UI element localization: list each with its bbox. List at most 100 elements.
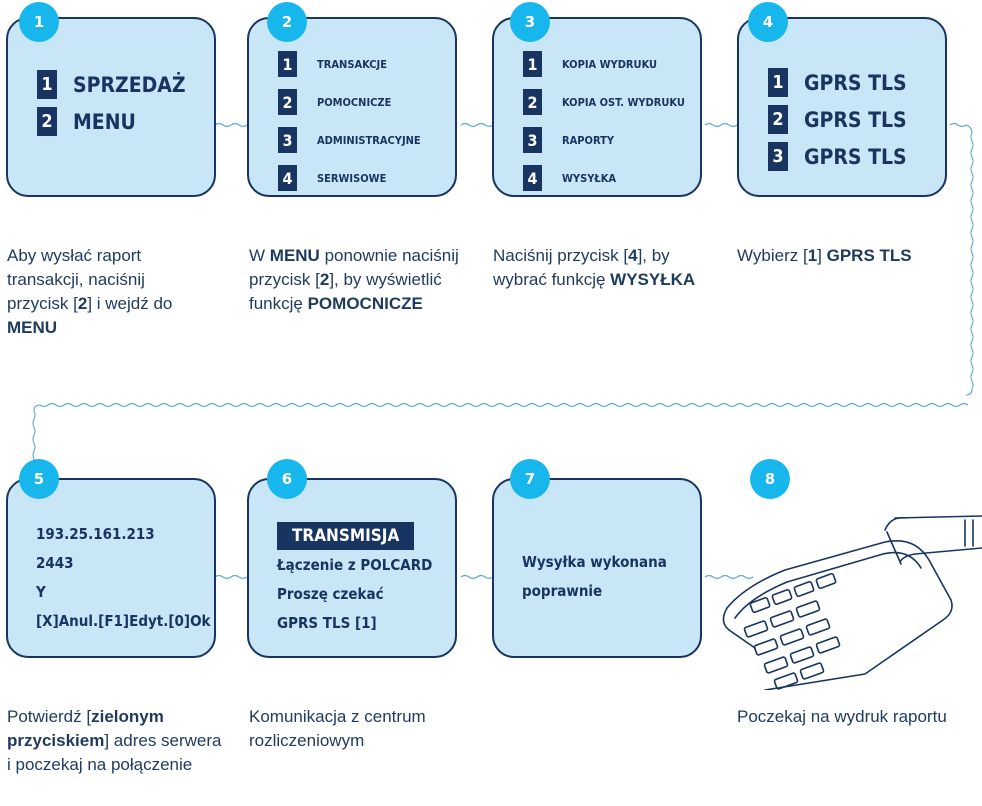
- caption-text: zielonym przyciskiem: [7, 707, 164, 750]
- menu-item: 2 MENU: [37, 105, 186, 138]
- step-5-screen: 193.25.161.213 2443 Y [X]Anul.[F1]Edyt.[…: [36, 520, 211, 636]
- menu-item-label: SERWISOWE: [317, 171, 387, 185]
- caption-text: MENU: [269, 246, 320, 265]
- step-1-menu: 1 SPRZEDAŻ 2 MENU: [37, 68, 186, 142]
- caption-text: Komunikacja z centrum rozliczeniowym: [249, 707, 426, 750]
- caption-text: MENU: [7, 318, 58, 337]
- menu-item-number: 2: [278, 89, 297, 115]
- menu-item: 3 GPRS TLS: [768, 140, 907, 173]
- menu-item-label: GPRS TLS: [804, 70, 907, 95]
- menu-item-number: 2: [768, 105, 788, 134]
- menu-item: 3 ADMINISTRACYJNE: [278, 125, 421, 155]
- menu-item-label: MENU: [73, 109, 136, 134]
- menu-item-number: 2: [37, 107, 57, 136]
- step-3-card: 1 KOPIA WYDRUKU 2 KOPIA OST. WYDRUKU 3 RAPO…: [492, 17, 702, 197]
- menu-item-label: SPRZEDAŻ: [73, 72, 186, 97]
- step-4-badge: 4: [748, 2, 788, 42]
- step-7-screen: Wysyłka wykonana poprawnie: [522, 548, 667, 606]
- menu-item: 1 GPRS TLS: [768, 66, 907, 99]
- caption-text: ]: [817, 246, 827, 265]
- screen-line: GPRS TLS [1]: [277, 614, 377, 632]
- caption-text: ] adres serwera i poczekaj na połączenie: [7, 731, 222, 774]
- menu-item: 4 SERWISOWE: [278, 163, 421, 193]
- caption-text: 2: [319, 270, 330, 289]
- screen-line: poprawnie: [522, 582, 603, 600]
- menu-item: 3 RAPORTY: [523, 125, 685, 155]
- menu-item: 2 KOPIA OST. WYDRUKU: [523, 87, 685, 117]
- step-2-caption: W MENU ponownie naciśnij przycisk [2], b…: [249, 244, 464, 316]
- caption-text: 2: [77, 294, 88, 313]
- step-3-menu: 1 KOPIA WYDRUKU 2 KOPIA OST. WYDRUKU 3 RAPO…: [523, 49, 685, 201]
- step-5-card: 193.25.161.213 2443 Y [X]Anul.[F1]Edyt.[…: [6, 478, 216, 658]
- step-7-card: Wysyłka wykonana poprawnie: [492, 478, 702, 658]
- screen-line: Proszę czekać: [277, 585, 384, 603]
- step-1-card: 1 SPRZEDAŻ 2 MENU: [6, 17, 216, 197]
- menu-item: 1 KOPIA WYDRUKU: [523, 49, 685, 79]
- screen-line: 193.25.161.213: [36, 525, 155, 543]
- menu-item-label: KOPIA WYDRUKU: [562, 57, 658, 71]
- caption-text: Naciśnij przycisk [: [493, 246, 629, 265]
- step-1-badge: 1: [19, 2, 59, 42]
- step-2-badge: 2: [267, 2, 307, 42]
- step-3-badge: 3: [510, 2, 550, 42]
- caption-text: ponownie naciśnij przycisk [: [249, 246, 459, 289]
- menu-item: 1 SPRZEDAŻ: [37, 68, 186, 101]
- step-6-card: TRANSMISJA Łączenie z POLCARD Proszę cze…: [247, 478, 457, 658]
- menu-item-label: POMOCNICZE: [317, 95, 392, 109]
- step-7-badge: 7: [510, 459, 550, 499]
- caption-text: ] i wejdź do: [87, 294, 173, 313]
- caption-text: ], by wyświetlić funkcję: [249, 270, 442, 313]
- step-4-caption: Wybierz [1] GPRS TLS: [737, 244, 937, 268]
- caption-text: GPRS TLS: [826, 246, 912, 265]
- menu-item: 2 GPRS TLS: [768, 103, 907, 136]
- menu-item-number: 1: [768, 68, 788, 97]
- step-8-badge: 8: [750, 459, 790, 499]
- menu-item-label: RAPORTY: [562, 133, 614, 147]
- menu-item-number: 3: [768, 142, 788, 171]
- screen-line: Łączenie z POLCARD: [277, 556, 433, 574]
- caption-text: 4: [628, 246, 638, 265]
- caption-text: Wybierz [: [737, 246, 808, 265]
- menu-item-label: KOPIA OST. WYDRUKU: [562, 95, 685, 109]
- screen-line: 2443: [36, 554, 74, 572]
- step-5-caption: Potwierdź [zielonym przyciskiem] adres s…: [7, 705, 222, 777]
- menu-item-number: 1: [523, 51, 542, 77]
- caption-text: Poczekaj na wydruk raportu: [737, 707, 947, 726]
- caption-text: Aby wysłać raport transakcji, naciśnij p…: [7, 246, 145, 313]
- menu-item-label: ADMINISTRACYJNE: [317, 133, 421, 147]
- caption-text: Potwierdź [: [7, 707, 92, 726]
- menu-item-label: GPRS TLS: [804, 107, 907, 132]
- transmission-header: TRANSMISJA: [277, 522, 415, 550]
- payment-terminal-icon: [722, 515, 982, 690]
- menu-item-label: WYSYŁKA: [562, 171, 617, 185]
- menu-item-number: 2: [523, 89, 542, 115]
- menu-item: 2 POMOCNICZE: [278, 87, 421, 117]
- screen-line: Y: [36, 583, 46, 601]
- menu-item-number: 3: [278, 127, 297, 153]
- step-5-badge: 5: [19, 459, 59, 499]
- menu-item-number: 1: [37, 70, 57, 99]
- step-1-caption: Aby wysłać raport transakcji, naciśnij p…: [7, 244, 207, 340]
- caption-text: ], by wybrać funkcję: [493, 246, 670, 289]
- step-6-badge: 6: [267, 459, 307, 499]
- step-3-caption: Naciśnij przycisk [4], by wybrać funkcję…: [493, 244, 708, 292]
- step-8-caption: Poczekaj na wydruk raportu: [737, 705, 952, 729]
- menu-item-number: 4: [278, 165, 297, 191]
- screen-line: Wysyłka wykonana: [522, 553, 667, 571]
- menu-item-number: 1: [278, 51, 297, 77]
- caption-text: POMOCNICZE: [307, 294, 423, 313]
- menu-item-number: 3: [523, 127, 542, 153]
- screen-line: [X]Anul.[F1]Edyt.[0]Ok: [36, 612, 211, 630]
- step-6-screen: TRANSMISJA Łączenie z POLCARD Proszę cze…: [277, 522, 432, 638]
- caption-text: W: [249, 246, 270, 265]
- caption-text: 1: [807, 246, 818, 265]
- step-6-caption: Komunikacja z centrum rozliczeniowym: [249, 705, 464, 753]
- menu-item-label: GPRS TLS: [804, 144, 907, 169]
- caption-text: WYSYŁKA: [610, 270, 696, 289]
